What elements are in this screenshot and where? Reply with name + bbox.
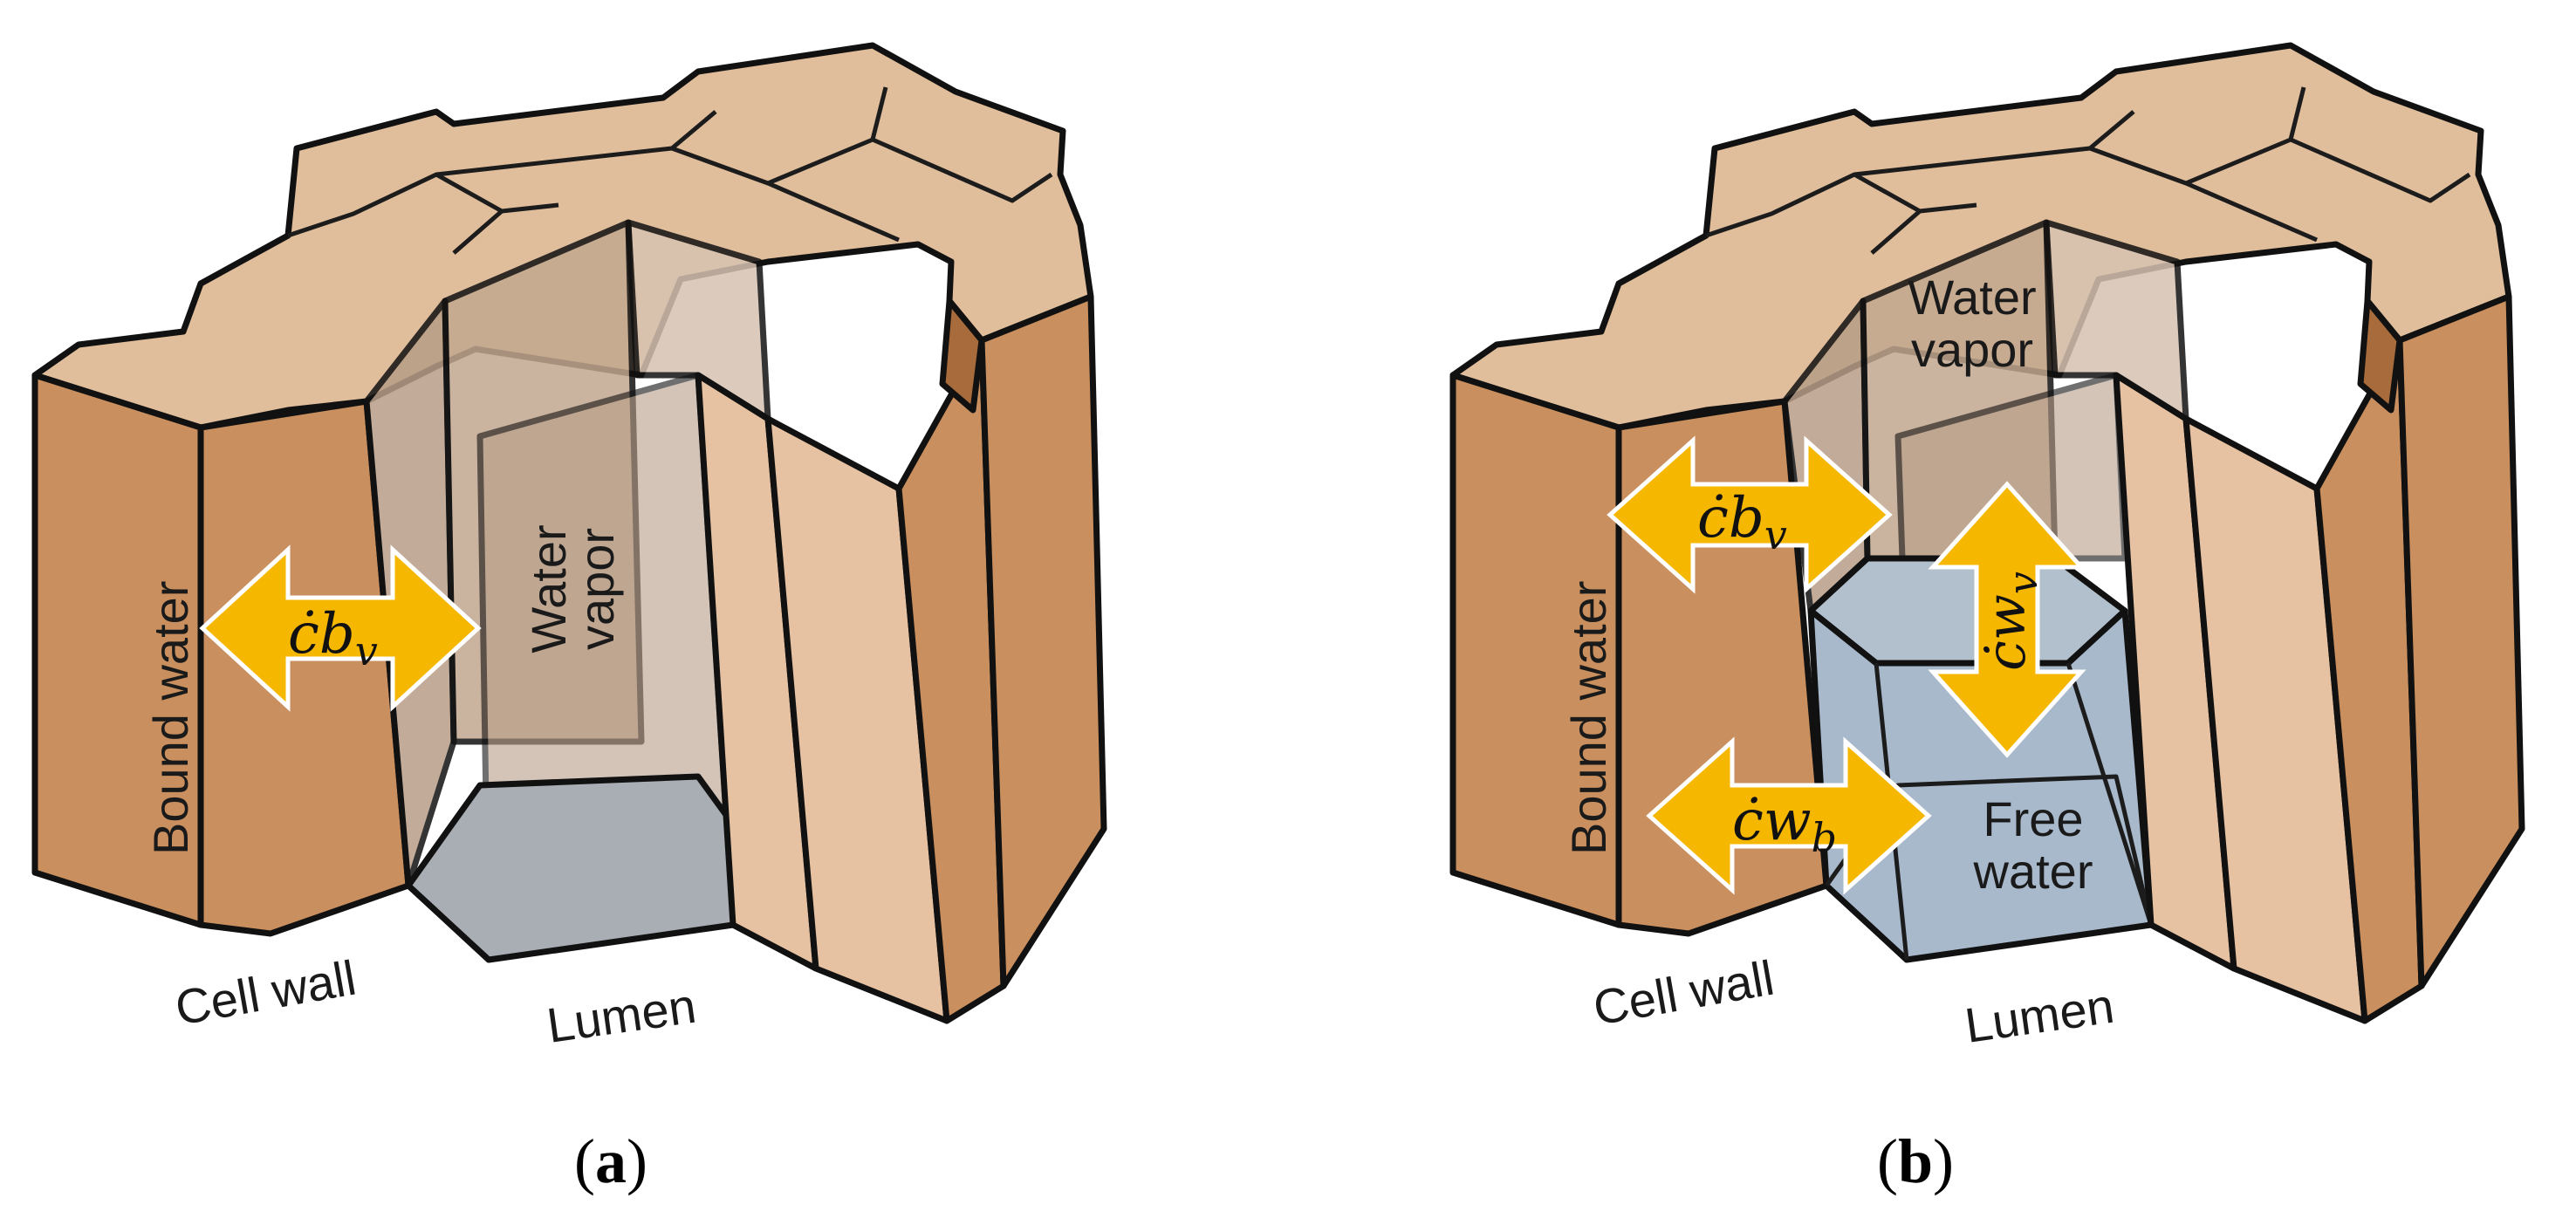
water-vapor-label-line1: Water [1908,270,2036,325]
flux-arrow-bv: ċbv [1607,435,1893,594]
bound-water-label: Bound water [143,581,198,855]
free-water-label-line1: Free [1983,791,2083,846]
panel-a-cell-diagram: ċbv Bound water Water vapor Cell wall Lu… [31,42,1107,1196]
lumen-label: Lumen [544,978,699,1053]
flux-label-bv: ċbv [1697,486,1787,558]
panel-b-caption: (b) [1877,1126,1954,1196]
cell-wall-notch [939,298,985,414]
flux-arrow-bv: ċbv [199,544,482,712]
flux-label-bv: ċbv [288,602,378,674]
water-vapor-label-line1: Water [521,524,576,653]
water-vapor-label-line2: vapor [569,528,624,650]
flux-arrow-wb: ċwb [1646,736,1932,895]
bound-water-label: Bound water [1561,581,1616,855]
free-water-label-line2: water [1973,844,2093,899]
honeycomb-top-lines [1705,86,2471,255]
panel-b-cell-diagram: ċbv ċwv ċwb Bound water Water vapor Free… [1449,42,2525,1196]
honeycomb-top-lines [287,86,1053,255]
cell-wall-label: Cell wall [1589,950,1778,1036]
cell-wall-front-right-4 [978,293,1107,989]
flux-label-wb: ċwb [1732,789,1837,861]
flux-label-wv: ċwv [1974,571,2046,671]
lumen-label: Lumen [1962,978,2117,1053]
water-vapor-label-line2: vapor [1911,322,2033,377]
lumen-bottom [405,773,771,963]
cell-wall-front-right-4 [2396,293,2525,989]
cell-wall-notch [2357,298,2403,414]
cell-wall-front-left-2 [197,398,412,937]
flux-arrow-wv: ċwv [1928,481,2086,758]
cell-wall-label: Cell wall [171,950,360,1036]
panel-a-caption: (a) [574,1126,647,1196]
